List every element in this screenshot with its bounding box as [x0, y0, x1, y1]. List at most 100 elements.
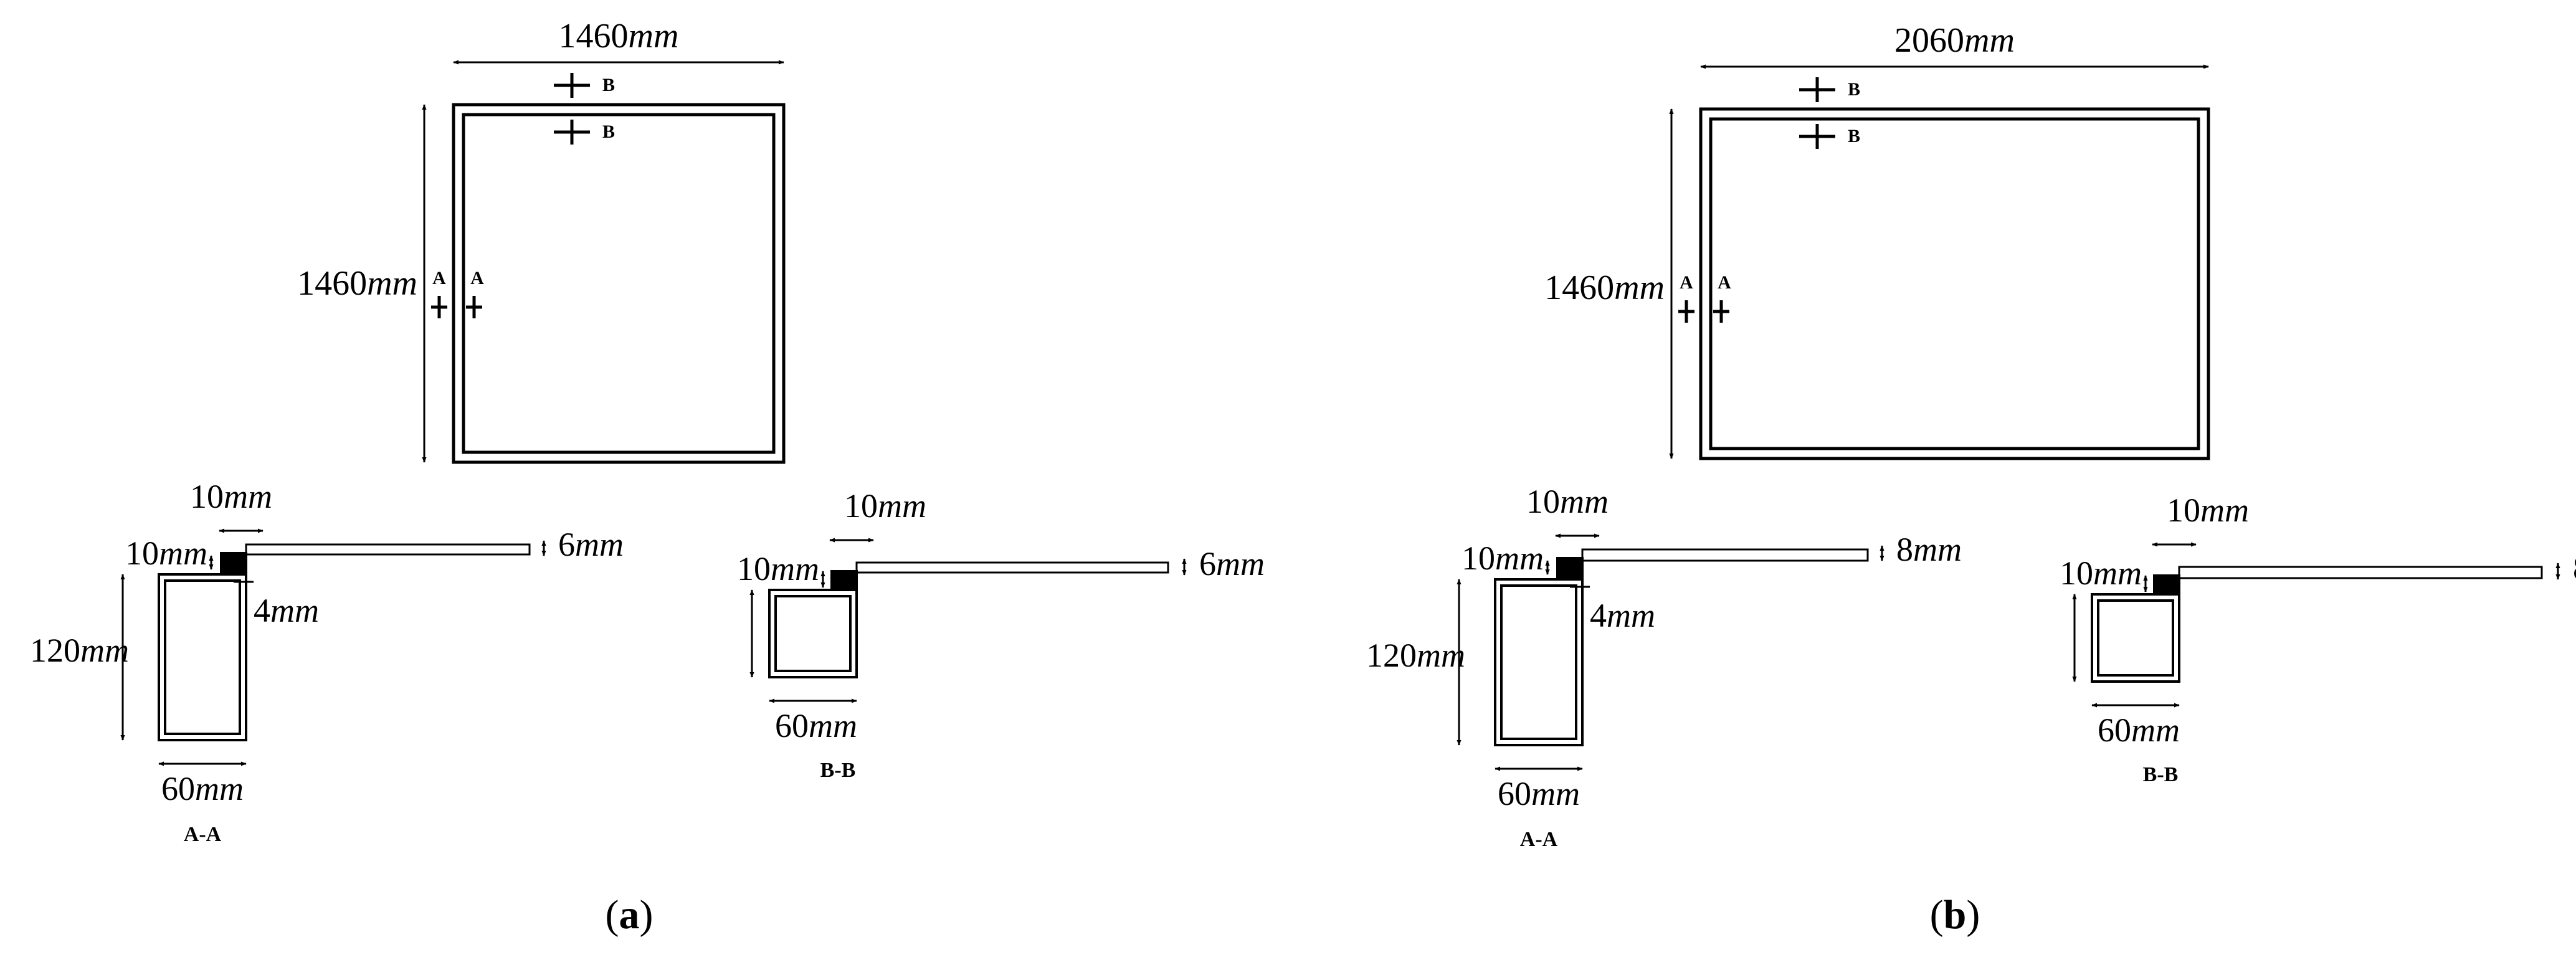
height-dimension-text: 120mm: [1366, 637, 1465, 674]
section-label: A-A: [1520, 828, 1558, 851]
plate: [1581, 548, 1869, 562]
section-b-cross-lower: [1799, 124, 1835, 149]
small-dimension-text-unit: mm: [2093, 554, 2142, 592]
height-dimension-text-number: 120: [30, 632, 80, 669]
gap-dimension-text: 10mm: [2167, 492, 2249, 529]
width-dimension-text: 1460mm: [559, 17, 679, 55]
width-dimension-text-number: 60: [775, 707, 809, 744]
weld-block: [1556, 557, 1584, 581]
section-a-cross-right: [466, 296, 482, 318]
small-dimension-text: 10mm: [125, 535, 207, 572]
width-dimension-text-number: 1460: [559, 17, 629, 55]
width-dimension-text-unit: mm: [809, 707, 857, 744]
shs-outer: [2091, 593, 2180, 683]
width-dimension-text-unit: mm: [1531, 775, 1580, 812]
panel-caption-letter: b: [1944, 892, 1967, 938]
plate-dimension-text-unit: mm: [1913, 531, 1962, 568]
small-dimension-text: 10mm: [1461, 539, 1544, 577]
gap-dimension-text-unit: mm: [2200, 492, 2249, 529]
width-dimension-text-number: 60: [2098, 711, 2131, 749]
weld-dimension-text: 4mm: [1590, 597, 1655, 634]
section-b-cross-upper: [554, 73, 590, 98]
plate-dimension-text: 6mm: [558, 526, 624, 563]
plate-dimension-text: 6mm: [1199, 545, 1265, 582]
section-b-label-upper: B: [602, 75, 615, 95]
panel-caption-open: (: [606, 892, 619, 938]
small-dimension-text-unit: mm: [1495, 539, 1544, 577]
panel-caption: (b): [1930, 892, 1980, 938]
small-dimension-text-number: 10: [737, 550, 771, 587]
plate-dimension-text-unit: mm: [1216, 545, 1265, 582]
gap-dimension-text: 10mm: [1526, 483, 1609, 520]
width-dimension-text: 2060mm: [1894, 21, 2015, 60]
small-dimension-text-number: 10: [125, 535, 159, 572]
section-label: B-B: [820, 759, 856, 782]
section-a-label-left: A: [1680, 272, 1693, 293]
height-dimension-text-unit: mm: [1417, 637, 1465, 674]
plate-dimension-text: 8mm: [2573, 549, 2576, 587]
width-dimension-text-number: 60: [161, 770, 195, 807]
frame-outer: [452, 103, 786, 464]
width-dimension-text-number: 2060: [1894, 21, 1964, 60]
frame-inner: [462, 113, 776, 454]
height-dimension-text-unit: mm: [1614, 269, 1665, 307]
height-dimension-text: 1460mm: [1544, 269, 1665, 307]
height-dimension-text-unit: mm: [367, 264, 417, 303]
panel-caption-close: ): [1966, 892, 1980, 938]
shs-inner: [774, 595, 852, 672]
plate-dimension-text-number: 8: [1896, 531, 1913, 568]
width-dimension-text-unit: mm: [2131, 711, 2180, 749]
width-dimension-text-number: 60: [1498, 775, 1531, 812]
plate-dimension-text-number: 8: [2573, 549, 2576, 587]
weld-dimension-text-number: 4: [1590, 597, 1607, 634]
gap-dimension-text: 10mm: [844, 487, 926, 525]
rhs-outer: [1494, 578, 1584, 746]
section-label: A-A: [184, 823, 222, 846]
panel-caption: (a): [606, 892, 654, 938]
panel-caption-open: (: [1930, 892, 1944, 938]
plate: [855, 561, 1169, 574]
section-b-label-upper: B: [1848, 79, 1860, 100]
small-dimension-text-unit: mm: [771, 550, 819, 587]
small-dimension-text-number: 10: [2060, 554, 2093, 592]
rhs-inner: [1500, 584, 1577, 740]
plate-dimension-text-unit: mm: [575, 526, 624, 563]
height-dimension-text: 1460mm: [297, 264, 417, 303]
section-a-label-right: A: [1718, 272, 1731, 293]
width-dimension-text-unit: mm: [629, 17, 679, 55]
height-dimension-text-number: 1460: [297, 264, 367, 303]
small-dimension-text: 10mm: [2060, 554, 2142, 592]
weld-dimension-text-number: 4: [254, 592, 270, 629]
plate-dimension-text-number: 6: [1199, 545, 1216, 582]
width-dimension-text: 60mm: [775, 707, 857, 744]
section-b-cross-lower: [554, 120, 590, 145]
weld-dimension-text-unit: mm: [1607, 597, 1655, 634]
section-b-cross-upper: [1799, 77, 1835, 102]
height-dimension-text-number: 120: [1366, 637, 1417, 674]
small-dimension-text: 10mm: [737, 550, 819, 587]
gap-dimension-text-unit: mm: [878, 487, 926, 525]
width-dimension-text-unit: mm: [1964, 21, 2015, 60]
plate: [245, 543, 531, 556]
height-dimension-text: 120mm: [30, 632, 129, 669]
plate-dimension-text: 8mm: [1896, 531, 1962, 568]
gap-dimension-text-number: 10: [844, 487, 878, 525]
weld-dimension-text-unit: mm: [270, 592, 319, 629]
rhs-inner: [164, 579, 241, 735]
small-dimension-text-unit: mm: [159, 535, 207, 572]
plate: [2178, 566, 2543, 579]
weld-dimension-text: 4mm: [254, 592, 319, 629]
section-a-cross-left: [431, 296, 447, 318]
height-dimension-text-number: 1460: [1544, 269, 1614, 307]
frame-outer: [1699, 107, 2210, 460]
section-a-label-right: A: [470, 268, 484, 288]
weld-block: [220, 552, 247, 576]
rhs-outer: [158, 573, 247, 741]
small-dimension-text-number: 10: [1461, 539, 1495, 577]
